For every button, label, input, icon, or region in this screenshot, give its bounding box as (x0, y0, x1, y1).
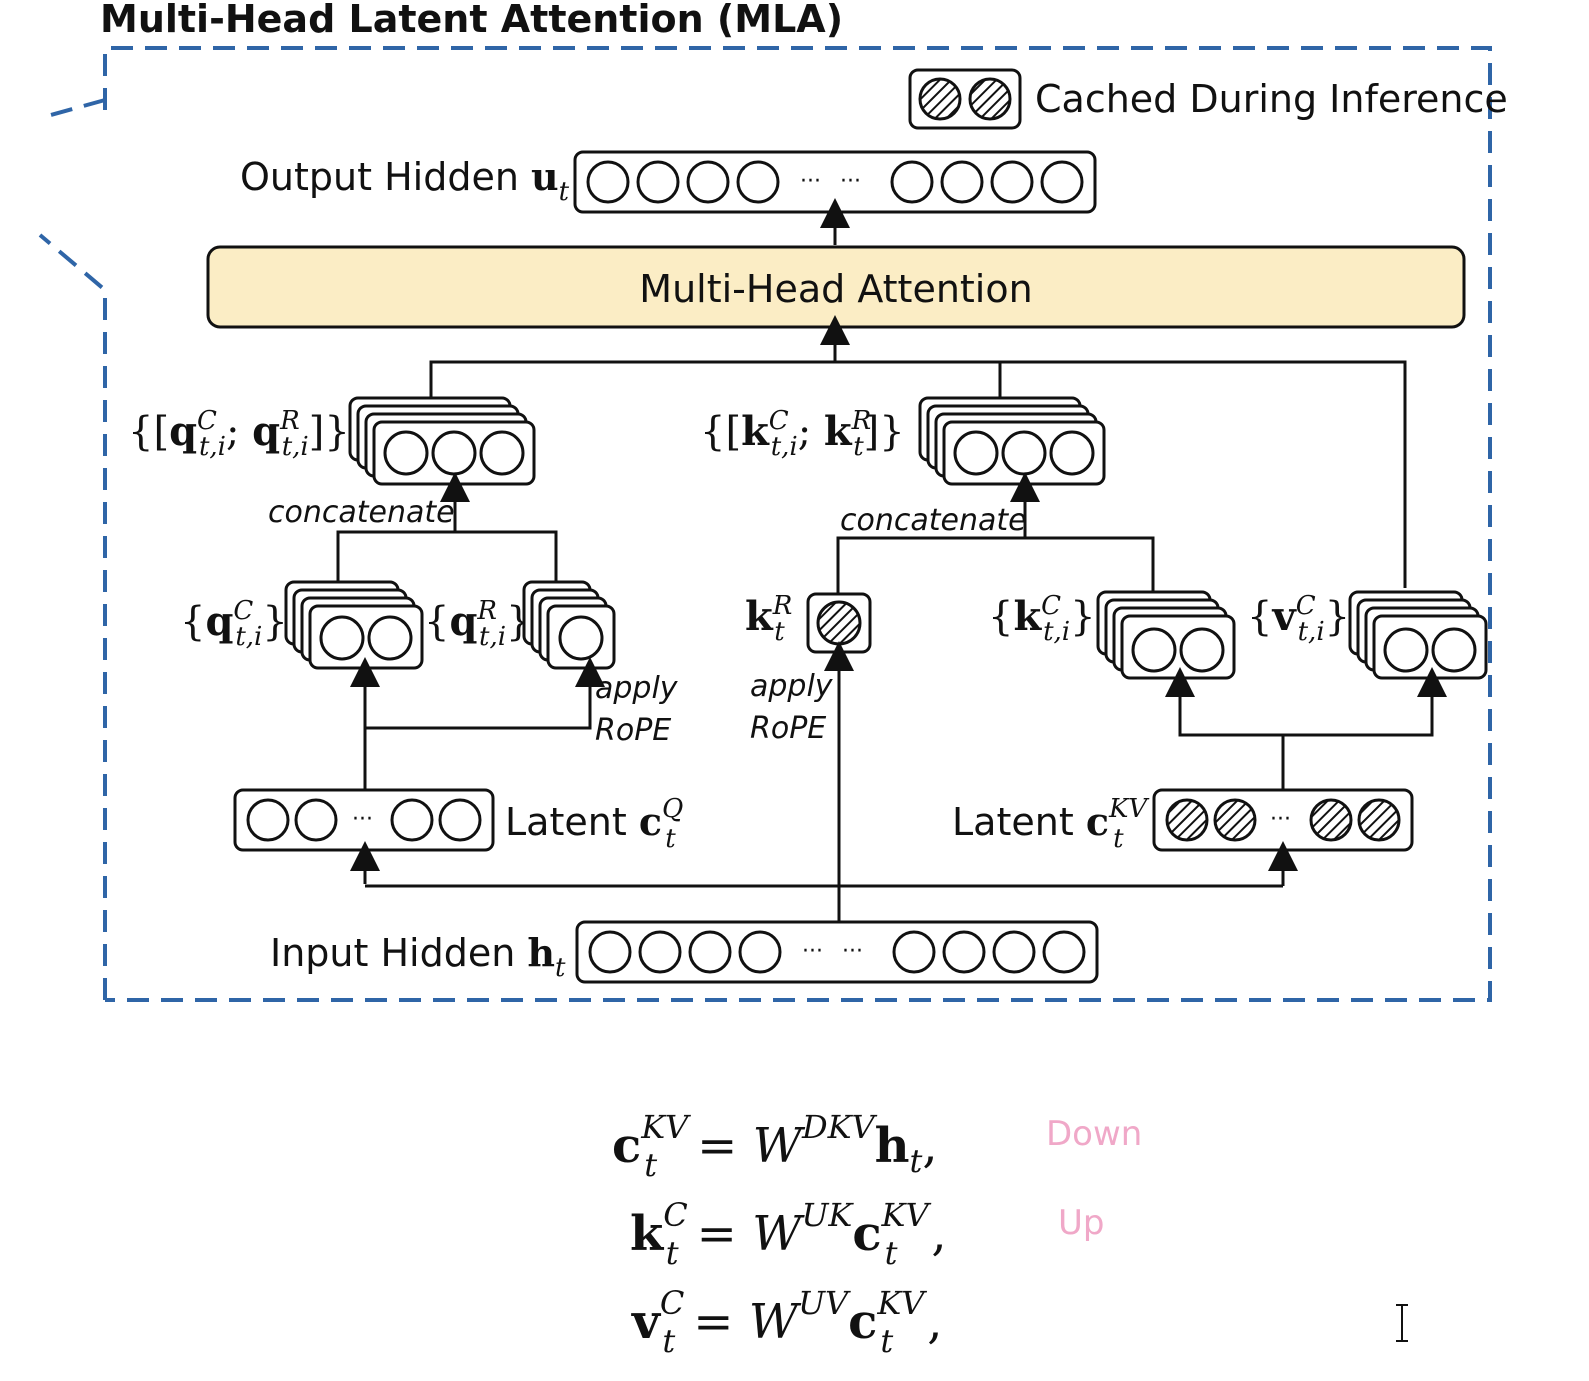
up-note: Up (1058, 1203, 1104, 1243)
hatched-cell-icon (1309, 798, 1353, 842)
q-rope-label: RoPE (595, 713, 671, 748)
hatched-cell-icon (918, 77, 962, 121)
hatched-cell-icon (968, 77, 1012, 121)
down-note: Down (1046, 1114, 1142, 1154)
svg-text:···: ··· (1270, 807, 1291, 832)
hatched-cell-icon (1357, 798, 1401, 842)
hatched-cell-icon (1213, 798, 1257, 842)
k-apply-label: apply (750, 669, 834, 704)
k-rope-label: RoPE (750, 711, 826, 746)
q-concatenate-label: concatenate (268, 495, 455, 530)
output-hidden: Output Hidden ut ··· ··· (240, 150, 1097, 214)
text-cursor-icon (1396, 1304, 1408, 1342)
hatched-cell-icon (1165, 798, 1209, 842)
svg-text:···: ··· (840, 169, 861, 194)
svg-text:···: ··· (352, 807, 373, 832)
legend: Cached During Inference (908, 68, 1508, 130)
input-label: Input Hidden ht (270, 930, 566, 983)
legend-label: Cached During Inference (1035, 77, 1508, 121)
svg-text:···: ··· (842, 939, 863, 964)
input-hidden: Input Hidden ht ··· ··· (270, 920, 1099, 984)
diagram-title: Multi-Head Latent Attention (MLA) (100, 0, 843, 41)
q-apply-label: apply (595, 671, 679, 706)
k-concatenate-label: concatenate (840, 503, 1027, 538)
hatched-cell-icon (816, 600, 862, 646)
output-label: Output Hidden ut (240, 154, 570, 207)
output-cells: ··· ··· (586, 160, 1084, 204)
svg-text:···: ··· (800, 169, 821, 194)
dashed-frame (38, 46, 1492, 1002)
svg-text:···: ··· (802, 939, 823, 964)
mha-label: Multi-Head Attention (639, 267, 1032, 311)
